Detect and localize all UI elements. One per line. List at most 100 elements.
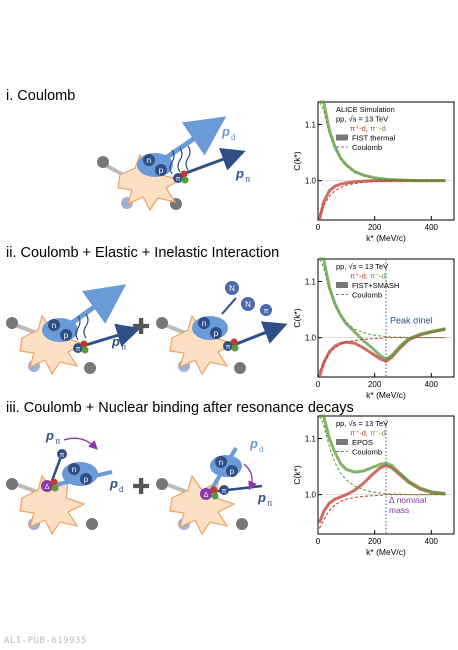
deuteron-blob	[137, 153, 173, 177]
x-axis-label: k* (MeV/c)	[366, 233, 406, 243]
pi-minus-d-band	[319, 414, 446, 496]
legend-band-swatch	[336, 282, 348, 288]
legend-pair-label: π⁺-d, π⁻-d	[350, 429, 386, 438]
x-tick-label: 200	[368, 537, 382, 546]
svg-text:p: p	[214, 329, 219, 338]
coulomb-curve	[318, 337, 446, 372]
coulomb-curve	[318, 180, 446, 215]
elastic-inelastic-illustration: n p π p d p π ✚ n p π N N π	[6, 281, 288, 376]
deuteron-track	[158, 116, 227, 165]
legend-model-label: FIST thermal	[352, 134, 396, 143]
plus-sign: ✚	[132, 474, 150, 499]
svg-text:p: p	[249, 436, 258, 451]
svg-text:π: π	[267, 499, 273, 508]
svg-text:Δ: Δ	[45, 484, 50, 491]
svg-text:N: N	[245, 300, 251, 309]
annotation-text: Δ nominal	[389, 495, 426, 505]
svg-text:π: π	[264, 308, 269, 315]
svg-text:n: n	[219, 458, 223, 467]
svg-text:p: p	[111, 334, 120, 349]
x-axis-label: k* (MeV/c)	[366, 547, 406, 557]
svg-text:p: p	[64, 331, 69, 340]
coulomb-curve	[318, 494, 446, 529]
svg-text:p: p	[230, 467, 235, 476]
legend-model-label: FIST+SMASH	[352, 281, 399, 290]
right-collision: n p π N N π	[156, 281, 288, 376]
legend-text: ALICE Simulation	[336, 105, 395, 114]
svg-text:n: n	[72, 465, 76, 474]
chart-elastic-inelastic: 0 200 400 1.0 1.1 k* (MeV/c) C(k*) pp, √s = 13 …	[292, 257, 455, 400]
legend-coulomb-label: Coulomb	[352, 143, 382, 152]
y-tick-label: 1.0	[305, 334, 317, 343]
svg-text:d: d	[119, 485, 123, 494]
svg-text:π: π	[222, 488, 227, 495]
svg-text:d: d	[259, 445, 263, 454]
right-decay: n p Δ π p d p π	[156, 436, 273, 536]
plot-frame	[317, 101, 455, 221]
y-tick-label: 1.1	[305, 434, 317, 443]
resonance-decay-illustration: n p π Δ p π p d ✚ n p Δ π p d p π	[6, 428, 273, 536]
y-tick-label: 1.1	[305, 120, 317, 129]
svg-text:Δ: Δ	[204, 492, 209, 499]
section-title-elastic-inelastic: ii. Coulomb + Elastic + Inelastic Intera…	[6, 245, 280, 261]
pd-label: p	[221, 124, 230, 139]
x-tick-label: 0	[316, 537, 321, 546]
left-collision: n p π p d p π	[6, 284, 141, 376]
svg-text:π: π	[76, 346, 81, 353]
svg-text:n: n	[202, 319, 206, 328]
x-axis-label: k* (MeV/c)	[366, 390, 406, 400]
x-tick-label: 0	[316, 380, 321, 389]
legend-band-swatch	[336, 439, 348, 445]
x-tick-label: 400	[425, 223, 439, 232]
pion-label: π	[176, 176, 181, 183]
left-decay: n p π Δ p π p d	[6, 428, 123, 536]
legend-band-swatch	[336, 134, 348, 141]
legend-pair-label: π⁺-d, π⁻-d	[350, 124, 386, 133]
svg-text:π: π	[121, 343, 127, 352]
x-tick-label: 200	[368, 380, 382, 389]
coulomb-illustration: n p π p d p π	[97, 116, 251, 212]
legend-text: pp, √s = 13 TeV	[336, 262, 388, 271]
legend-coulomb-label: Coulomb	[352, 448, 382, 457]
y-tick-label: 1.0	[305, 491, 317, 500]
x-tick-label: 400	[425, 537, 439, 546]
svg-text:p: p	[109, 476, 118, 491]
y-axis-label: C(k*)	[292, 151, 302, 171]
annotation-text: Peak σinel	[390, 316, 433, 326]
y-tick-label: 1.1	[305, 277, 317, 286]
legend-pair-label: π⁺-d, π⁻-d	[350, 272, 386, 281]
publication-id: ALI-PUB-619935	[4, 636, 87, 646]
ppi-label: p	[235, 166, 244, 181]
svg-text:π: π	[60, 452, 65, 459]
x-tick-label: 0	[316, 223, 321, 232]
pd-sub-label: d	[231, 133, 235, 142]
svg-text:π: π	[226, 344, 231, 351]
legend-coulomb-label: Coulomb	[352, 291, 382, 300]
svg-text:p: p	[45, 428, 54, 443]
svg-text:n: n	[52, 321, 56, 330]
svg-text:N: N	[229, 284, 235, 293]
coulomb-curve	[318, 101, 446, 182]
x-tick-label: 200	[368, 223, 382, 232]
svg-text:d: d	[105, 301, 109, 310]
x-tick-label: 400	[425, 380, 439, 389]
y-tick-label: 1.0	[305, 177, 317, 186]
legend-model-label: EPOS	[352, 438, 373, 447]
plus-sign: ✚	[132, 314, 150, 339]
neutron-label: n	[147, 156, 151, 165]
annotation-text: mass	[389, 505, 409, 515]
chart-coulomb: 0 200 400 1.0 1.1 k* (MeV/c) C(k*) ALICE Simula…	[292, 100, 455, 243]
y-axis-label: C(k*)	[292, 465, 302, 485]
section-title-coulomb: i. Coulomb	[6, 88, 76, 104]
legend-text: pp, √s = 13 TeV	[336, 419, 388, 428]
y-axis-label: C(k*)	[292, 308, 302, 328]
svg-text:π: π	[55, 437, 61, 446]
svg-text:p: p	[84, 475, 89, 484]
ppi-sub-label: π	[245, 175, 251, 184]
svg-text:p: p	[257, 490, 266, 505]
svg-text:p: p	[95, 292, 104, 307]
proton-label: p	[159, 166, 164, 175]
legend-text: pp, √s = 13 TeV	[336, 115, 388, 124]
section-title-nuclear-binding: iii. Coulomb + Nuclear binding after res…	[6, 400, 354, 416]
chart-nuclear-binding: 0 200 400 1.0 1.1 k* (MeV/c) C(k*) pp, √s = 13 …	[292, 414, 455, 557]
